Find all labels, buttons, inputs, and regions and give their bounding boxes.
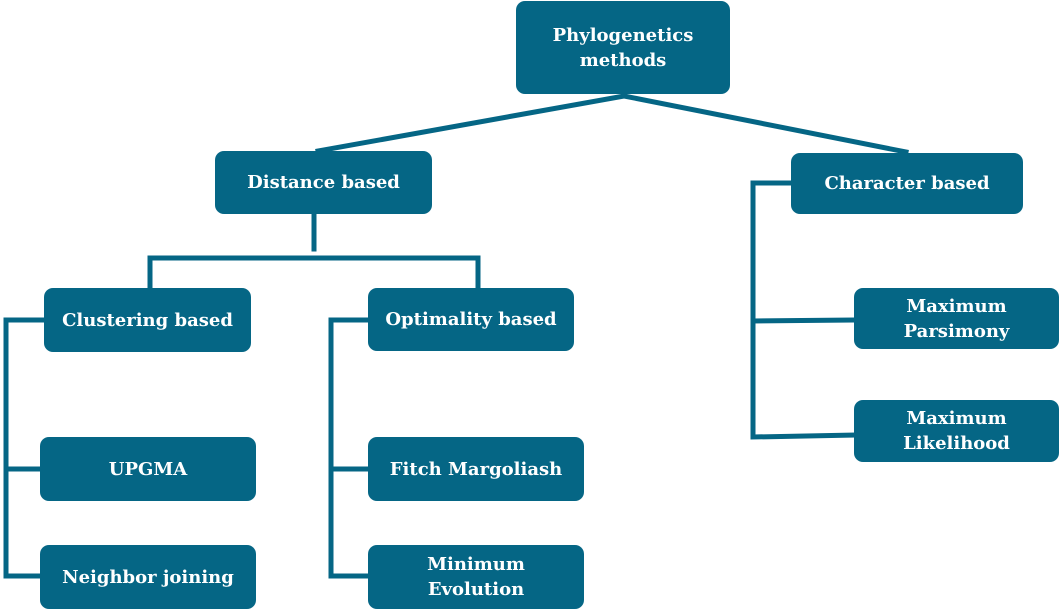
node-phylogenetics-methods: Phylogenetics methods [516, 1, 730, 94]
edge-root-distance [315, 93, 627, 154]
node-neighbor-joining: Neighbor joining [40, 545, 256, 609]
node-character-based: Character based [791, 153, 1023, 214]
node-maximum-likelihood: Maximum Likelihood [854, 400, 1059, 462]
edge-root-character [621, 93, 909, 155]
node-optimality-based: Optimality based [368, 288, 574, 351]
node-distance-based: Distance based [215, 151, 432, 214]
node-clustering-based: Clustering based [44, 288, 251, 352]
edge-character-bracket [750, 180, 857, 440]
node-fitch-margoliash: Fitch Margoliash [368, 437, 584, 501]
edge-character-mp [750, 317, 855, 324]
node-upgma: UPGMA [40, 437, 256, 501]
node-maximum-parsimony: Maximum Parsimony [854, 288, 1059, 349]
edge-optimality-bracket [328, 317, 371, 579]
edge-clustering-bracket [3, 317, 45, 579]
node-minimum-evolution: Minimum Evolution [368, 545, 584, 609]
